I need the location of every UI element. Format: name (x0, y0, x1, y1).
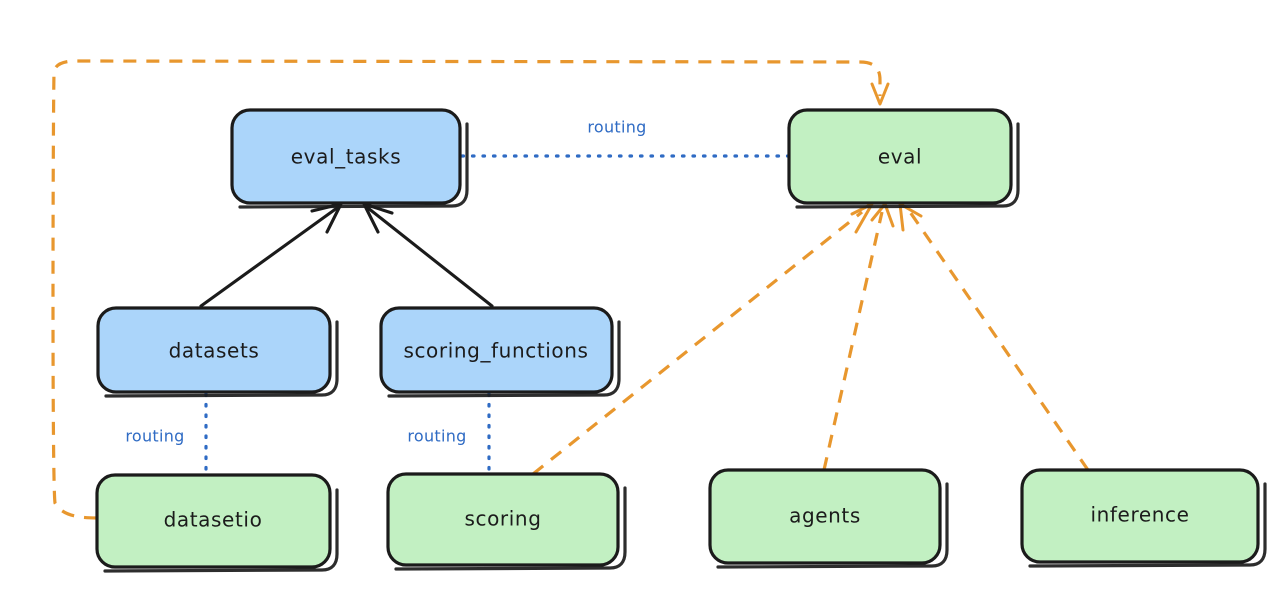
node-datasetio[interactable]: datasetio (95, 473, 339, 573)
node-inference-label: inference (1090, 503, 1189, 527)
node-datasetio-box (95, 473, 332, 569)
node-eval-tasks-shadow (238, 122, 469, 209)
edge-eval-tasks-to-eval: routing (460, 118, 791, 158)
edge-datasets-to-eval-tasks-path (199, 206, 339, 308)
node-agents-shadow (716, 482, 949, 569)
node-eval-tasks-label: eval_tasks (291, 145, 401, 169)
node-scoring-functions-label: scoring_functions (403, 339, 588, 363)
node-datasetio-label: datasetio (164, 508, 263, 532)
node-agents-label: agents (789, 504, 861, 528)
edge-datasetio-to-eval-arrowhead (870, 82, 890, 106)
node-eval-label: eval (878, 145, 922, 169)
node-scoring[interactable]: scoring (386, 472, 627, 571)
edges-layer: routing routing routing (51, 59, 1090, 520)
node-datasets-label: datasets (169, 339, 260, 363)
edge-inference-to-eval (898, 202, 1090, 471)
edge-datasetio-to-eval-path (51, 59, 882, 520)
node-scoring-functions[interactable]: scoring_functions (379, 306, 621, 398)
edge-label-routing-datasets: routing (125, 427, 184, 446)
node-datasets-box (96, 306, 332, 394)
edge-scoring-to-eval-path (532, 210, 863, 476)
node-eval-tasks[interactable]: eval_tasks (230, 108, 469, 209)
node-scoring-box (386, 472, 620, 567)
edge-datasets-to-eval-tasks (199, 202, 343, 308)
node-agents[interactable]: agents (708, 468, 949, 569)
edge-scoring-functions-to-eval-tasks (362, 202, 494, 308)
edge-datasetio-to-eval (51, 59, 890, 520)
node-eval[interactable]: eval (787, 108, 1020, 209)
edge-label-routing-eval-tasks: routing (587, 118, 646, 137)
node-scoring-label: scoring (464, 507, 541, 531)
node-datasets-shadow (104, 320, 339, 398)
edge-scoring-functions-to-scoring: routing (407, 392, 491, 475)
nodes-layer: eval_tasks eval datasets scoring_functio… (95, 108, 1267, 573)
edge-agents-to-eval-path (822, 211, 884, 471)
node-eval-tasks-box (230, 108, 462, 205)
edge-inference-to-eval-path (908, 211, 1090, 471)
node-scoring-shadow (394, 486, 627, 571)
node-datasetio-shadow (103, 488, 339, 573)
edge-label-routing-scoring-functions: routing (407, 427, 466, 446)
node-eval-box (787, 108, 1013, 205)
node-inference-box (1020, 468, 1260, 564)
node-inference-shadow (1028, 482, 1267, 568)
node-scoring-functions-shadow (387, 320, 621, 398)
edge-agents-to-eval (822, 202, 895, 471)
node-scoring-functions-box (379, 306, 614, 394)
node-eval-shadow (795, 122, 1020, 209)
edge-datasets-to-datasetio: routing (125, 392, 208, 476)
node-inference[interactable]: inference (1020, 468, 1267, 568)
node-datasets[interactable]: datasets (96, 306, 339, 398)
node-agents-box (708, 468, 942, 565)
edge-scoring-functions-to-eval-tasks-path (366, 206, 494, 308)
